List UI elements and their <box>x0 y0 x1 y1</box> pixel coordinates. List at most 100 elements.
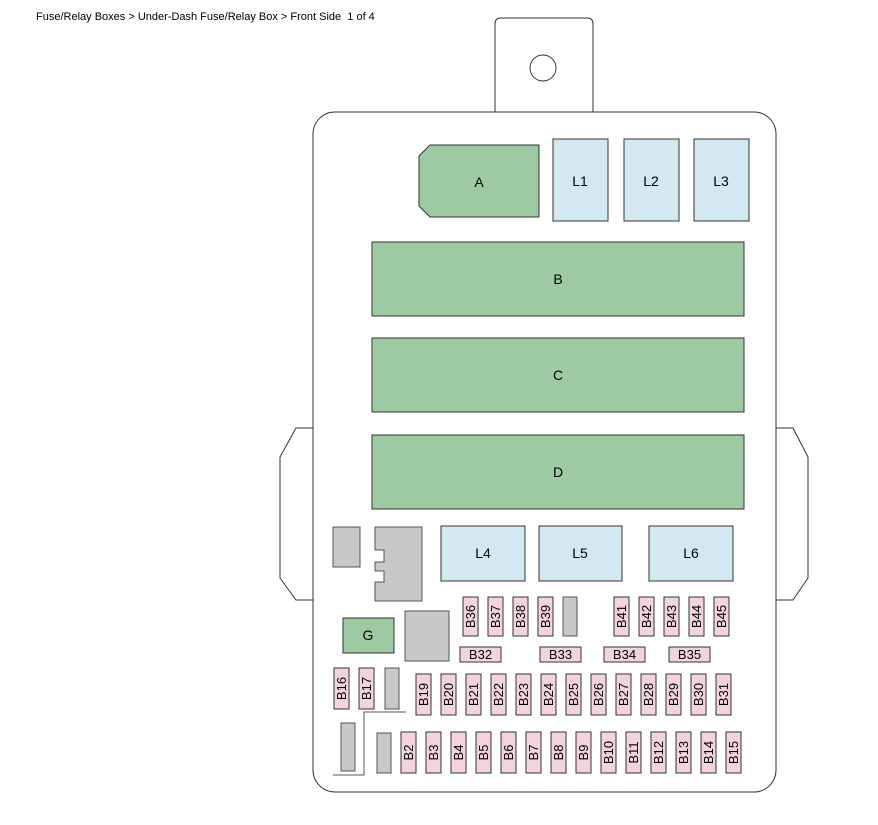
relay-g[interactable]: G <box>342 617 395 654</box>
fuse-label: B26 <box>591 683 606 706</box>
fuse-label: B12 <box>651 741 666 764</box>
fuse-b20[interactable]: B20 <box>440 673 457 716</box>
fuse-b28[interactable]: B28 <box>640 673 657 716</box>
relay-c-label: C <box>553 367 563 383</box>
fuse-label: B38 <box>513 605 528 628</box>
fuse-label: B20 <box>441 683 456 706</box>
fuse-b42[interactable]: B42 <box>638 596 655 637</box>
fuse-label: B23 <box>516 683 531 706</box>
fuse-label: B10 <box>601 741 616 764</box>
fuse-label: B41 <box>614 605 629 628</box>
blank-connector <box>374 526 423 602</box>
fuse-b12[interactable]: B12 <box>650 731 667 774</box>
fuse-b11[interactable]: B11 <box>625 731 642 774</box>
fuse-b5[interactable]: B5 <box>475 731 492 774</box>
fuse-row-left: B16 B17 <box>333 667 375 710</box>
relay-b[interactable]: B <box>371 241 745 317</box>
relay-a[interactable]: A <box>418 144 540 218</box>
breadcrumb-item-front-side: Front Side <box>290 11 342 23</box>
fuse-b27[interactable]: B27 <box>615 673 632 716</box>
fuse-b45[interactable]: B45 <box>713 596 730 637</box>
fuse-label: B29 <box>666 683 681 706</box>
fuse-label: B16 <box>334 677 349 700</box>
fuse-b10[interactable]: B10 <box>600 731 617 774</box>
fuse-b21[interactable]: B21 <box>465 673 482 716</box>
fuse-b23[interactable]: B23 <box>515 673 532 716</box>
relay-l1[interactable]: L1 <box>552 138 609 222</box>
left-clip <box>279 427 313 601</box>
relay-l2[interactable]: L2 <box>623 138 680 222</box>
fuse-b8[interactable]: B8 <box>550 731 567 774</box>
fuse-b44[interactable]: B44 <box>688 596 705 637</box>
fuse-b14[interactable]: B14 <box>700 731 717 774</box>
fuse-b6[interactable]: B6 <box>500 731 517 774</box>
fuse-b9[interactable]: B9 <box>575 731 592 774</box>
fuse-label: B4 <box>451 745 466 761</box>
blank-slot <box>332 526 361 568</box>
fuse-label: B42 <box>639 605 654 628</box>
mounting-hole <box>529 54 557 82</box>
breadcrumb-separator: > <box>128 11 135 23</box>
fuse-b37[interactable]: B37 <box>487 596 504 637</box>
fuse-b17[interactable]: B17 <box>358 667 375 710</box>
fuse-b30[interactable]: B30 <box>690 673 707 716</box>
relay-b-label: B <box>553 271 562 287</box>
relay-l4-label: L4 <box>475 545 491 561</box>
fuse-b33[interactable]: B33 <box>539 646 582 663</box>
fuse-b13[interactable]: B13 <box>675 731 692 774</box>
fuse-b16[interactable]: B16 <box>333 667 350 710</box>
relay-c[interactable]: C <box>371 337 745 413</box>
fuse-b3[interactable]: B3 <box>425 731 442 774</box>
breadcrumb-separator: > <box>280 11 288 23</box>
fuse-b2[interactable]: B2 <box>400 731 417 774</box>
fuse-b32[interactable]: B32 <box>459 646 502 663</box>
breadcrumb-item-under-dash-box[interactable]: Under-Dash Fuse/Relay Box <box>137 11 278 23</box>
fuse-b41[interactable]: B41 <box>613 596 630 637</box>
fuse-label: B32 <box>469 647 492 662</box>
relay-l6-label: L6 <box>683 545 699 561</box>
fuse-b31[interactable]: B31 <box>715 673 732 716</box>
relay-l4[interactable]: L4 <box>440 525 526 582</box>
fuse-label: B44 <box>689 605 704 628</box>
fuse-b43[interactable]: B43 <box>663 596 680 637</box>
fuse-label: B14 <box>701 741 716 764</box>
fuse-label: B3 <box>426 745 441 761</box>
fuse-label: B35 <box>678 647 701 662</box>
fuse-row-middle: B19 B20 B21 B22 B23 B24 B25 B26 B27 B28 B29 B30 B31 <box>415 673 732 716</box>
breadcrumb: Fuse/Relay Boxes > Under-Dash Fuse/Relay… <box>36 11 375 23</box>
fuse-b34[interactable]: B34 <box>603 646 646 663</box>
fuse-label: B6 <box>501 745 516 761</box>
relay-l3[interactable]: L3 <box>693 138 750 222</box>
fuse-label: B24 <box>541 683 556 706</box>
fuse-b22[interactable]: B22 <box>490 673 507 716</box>
fuse-label: B13 <box>676 741 691 764</box>
fuse-b35[interactable]: B35 <box>668 646 711 663</box>
fuse-b24[interactable]: B24 <box>540 673 557 716</box>
relay-l6[interactable]: L6 <box>648 525 734 582</box>
fuse-label: B2 <box>401 745 416 761</box>
relay-l5[interactable]: L5 <box>538 525 623 582</box>
fuse-row-top: B36 B37 B38 B39 B41 B42 B43 B44 B45 <box>462 596 730 637</box>
fuse-b26[interactable]: B26 <box>590 673 607 716</box>
relay-d[interactable]: D <box>371 434 745 510</box>
fuse-b38[interactable]: B38 <box>512 596 529 637</box>
blank-fuse-slot <box>384 667 400 710</box>
fuse-b39[interactable]: B39 <box>537 596 554 637</box>
fuse-b7[interactable]: B7 <box>525 731 542 774</box>
fuse-b4[interactable]: B4 <box>450 731 467 774</box>
fuse-b25[interactable]: B25 <box>565 673 582 716</box>
breadcrumb-item-fuse-relay-boxes[interactable]: Fuse/Relay Boxes <box>36 11 126 23</box>
fuse-b29[interactable]: B29 <box>665 673 682 716</box>
fuse-label: B22 <box>491 683 506 706</box>
relay-d-label: D <box>553 464 563 480</box>
fuse-b19[interactable]: B19 <box>415 673 432 716</box>
blank-fuse-slot <box>340 722 356 772</box>
fuse-b36[interactable]: B36 <box>462 596 479 637</box>
blank-fuse-slot <box>562 596 578 637</box>
fuse-label: B25 <box>566 683 581 706</box>
right-clip <box>776 427 809 601</box>
fuse-label: B7 <box>526 745 541 761</box>
fuse-label: B15 <box>726 741 741 764</box>
fuse-b15[interactable]: B15 <box>725 731 742 774</box>
relay-l5-label: L5 <box>572 545 588 561</box>
